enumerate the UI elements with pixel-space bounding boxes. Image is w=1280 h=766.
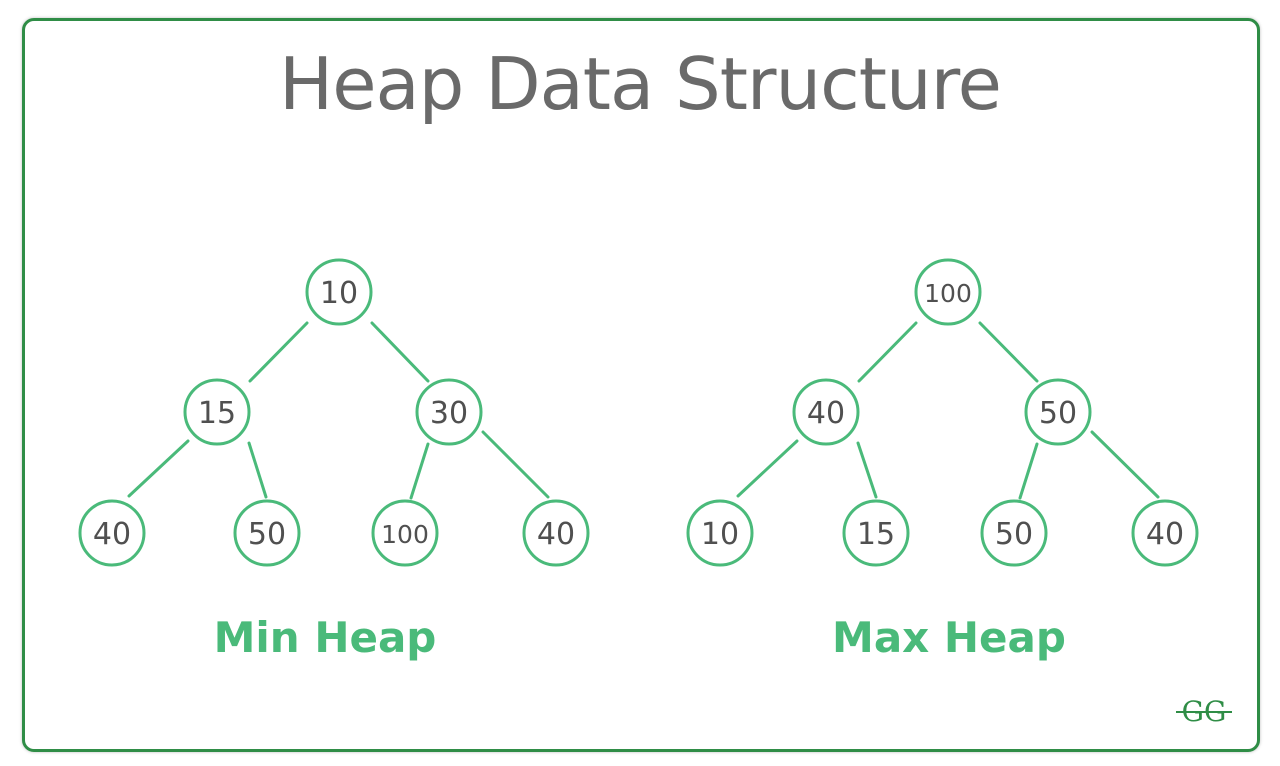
min-heap-node-left: 15 xyxy=(183,378,251,446)
node-label: 50 xyxy=(995,517,1033,552)
edge xyxy=(736,439,799,498)
edge xyxy=(248,321,309,383)
min-heap-nodes: 10 15 30 40 50 100 40 xyxy=(78,258,590,567)
min-heap-node-leaf: 100 xyxy=(371,499,439,567)
min-heap-node-right: 30 xyxy=(415,378,483,446)
edge xyxy=(857,321,918,383)
node-label: 100 xyxy=(381,520,429,549)
max-heap-node-root: 100 xyxy=(914,258,982,326)
node-label: 40 xyxy=(807,396,845,431)
edge xyxy=(127,439,190,498)
max-heap-node-leaf: 15 xyxy=(842,499,910,567)
max-heap-node-right: 50 xyxy=(1024,378,1092,446)
node-label: 30 xyxy=(430,396,468,431)
max-heap-node-leaf: 50 xyxy=(980,499,1048,567)
max-heap-label: Max Heap xyxy=(832,613,1066,662)
edge xyxy=(978,321,1039,383)
edge xyxy=(481,430,550,499)
min-heap-node-root: 10 xyxy=(305,258,373,326)
edge xyxy=(1090,430,1160,499)
min-heap-node-leaf: 50 xyxy=(233,499,301,567)
node-label: 10 xyxy=(320,276,358,311)
node-label: 15 xyxy=(198,396,236,431)
max-heap-node-left: 40 xyxy=(792,378,860,446)
min-heap-edges xyxy=(127,321,550,500)
node-label: 100 xyxy=(924,279,972,308)
page-title: Heap Data Structure xyxy=(279,42,1002,126)
max-heap-node-leaf: 10 xyxy=(686,499,754,567)
max-heap-nodes: 100 40 50 10 15 50 40 xyxy=(686,258,1199,567)
node-label: 50 xyxy=(248,517,286,552)
max-heap-node-leaf: 40 xyxy=(1131,499,1199,567)
min-heap-label: Min Heap xyxy=(214,613,437,662)
node-label: 10 xyxy=(701,517,739,552)
edge xyxy=(1018,442,1039,500)
max-heap-edges xyxy=(736,321,1160,500)
edge xyxy=(370,321,430,383)
min-heap-node-leaf: 40 xyxy=(78,499,146,567)
node-label: 40 xyxy=(1146,517,1184,552)
node-label: 15 xyxy=(857,517,895,552)
edge xyxy=(247,441,268,499)
edge xyxy=(409,442,430,500)
edge xyxy=(856,441,878,499)
node-label: 40 xyxy=(537,517,575,552)
min-heap-node-leaf: 40 xyxy=(522,499,590,567)
node-label: 50 xyxy=(1039,396,1077,431)
gg-logo-icon: GG xyxy=(1176,695,1232,728)
node-label: 40 xyxy=(93,517,131,552)
